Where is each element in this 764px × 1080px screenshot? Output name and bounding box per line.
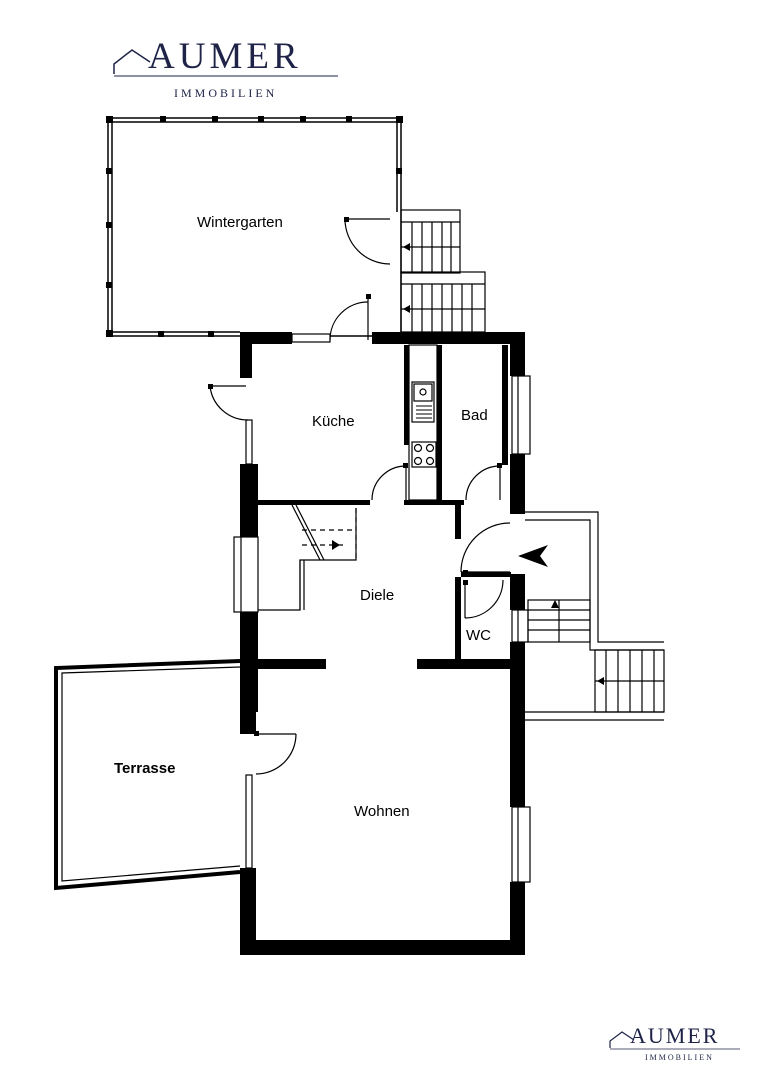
terrace-outline <box>54 659 241 891</box>
room-labels: Wintergarten Küche Bad Diele WC Terrasse… <box>114 214 491 820</box>
door-jambs <box>208 217 502 736</box>
logo-brand-name-small: AUMER <box>630 1023 719 1048</box>
terrace-outline-inner <box>61 666 241 882</box>
terrace-door-glass <box>245 774 253 869</box>
stair-arrow-icon <box>403 243 410 313</box>
house-roof-icon <box>113 49 151 74</box>
doors <box>209 296 511 775</box>
entrance-stairs <box>525 511 665 721</box>
room-label-bad: Bad <box>461 407 488 424</box>
wintergarten-door <box>344 218 391 265</box>
interior-stairs <box>258 504 357 611</box>
main-walls <box>240 332 525 955</box>
logo-brand-name: AUMER <box>148 36 302 77</box>
room-label-terrasse: Terrasse <box>114 760 175 777</box>
logo-top: AUMER IMMOBILIEN <box>113 36 338 100</box>
room-label-wohnen: Wohnen <box>354 803 410 820</box>
stair-arrow-icon <box>332 540 340 550</box>
room-label-kueche: Küche <box>312 413 355 430</box>
stove-icon <box>411 441 437 468</box>
kitchen-side-window <box>245 419 253 465</box>
logo-subtitle-small: IMMOBILIEN <box>645 1053 714 1062</box>
kitchen-top-window <box>291 333 331 343</box>
sink-drain-lines <box>416 405 432 419</box>
wohnen-window <box>511 806 531 883</box>
wc-window <box>511 609 529 643</box>
kitchen-counter <box>408 344 438 501</box>
wintergarten-posts <box>106 116 403 337</box>
logo-bottom: AUMER IMMOBILIEN <box>609 1023 740 1062</box>
house-roof-icon <box>609 1031 635 1048</box>
entrance-arrow-icon <box>518 545 548 567</box>
upper-stairs <box>400 209 486 333</box>
sink-icon <box>411 381 435 423</box>
stair-arrow-icon <box>551 600 604 685</box>
room-label-wintergarten: Wintergarten <box>197 214 283 231</box>
logo-subtitle: IMMOBILIEN <box>174 86 277 100</box>
hall-window <box>233 536 259 613</box>
room-label-wc: WC <box>466 627 491 644</box>
bad-window <box>511 375 531 455</box>
room-label-diele: Diele <box>360 587 394 604</box>
